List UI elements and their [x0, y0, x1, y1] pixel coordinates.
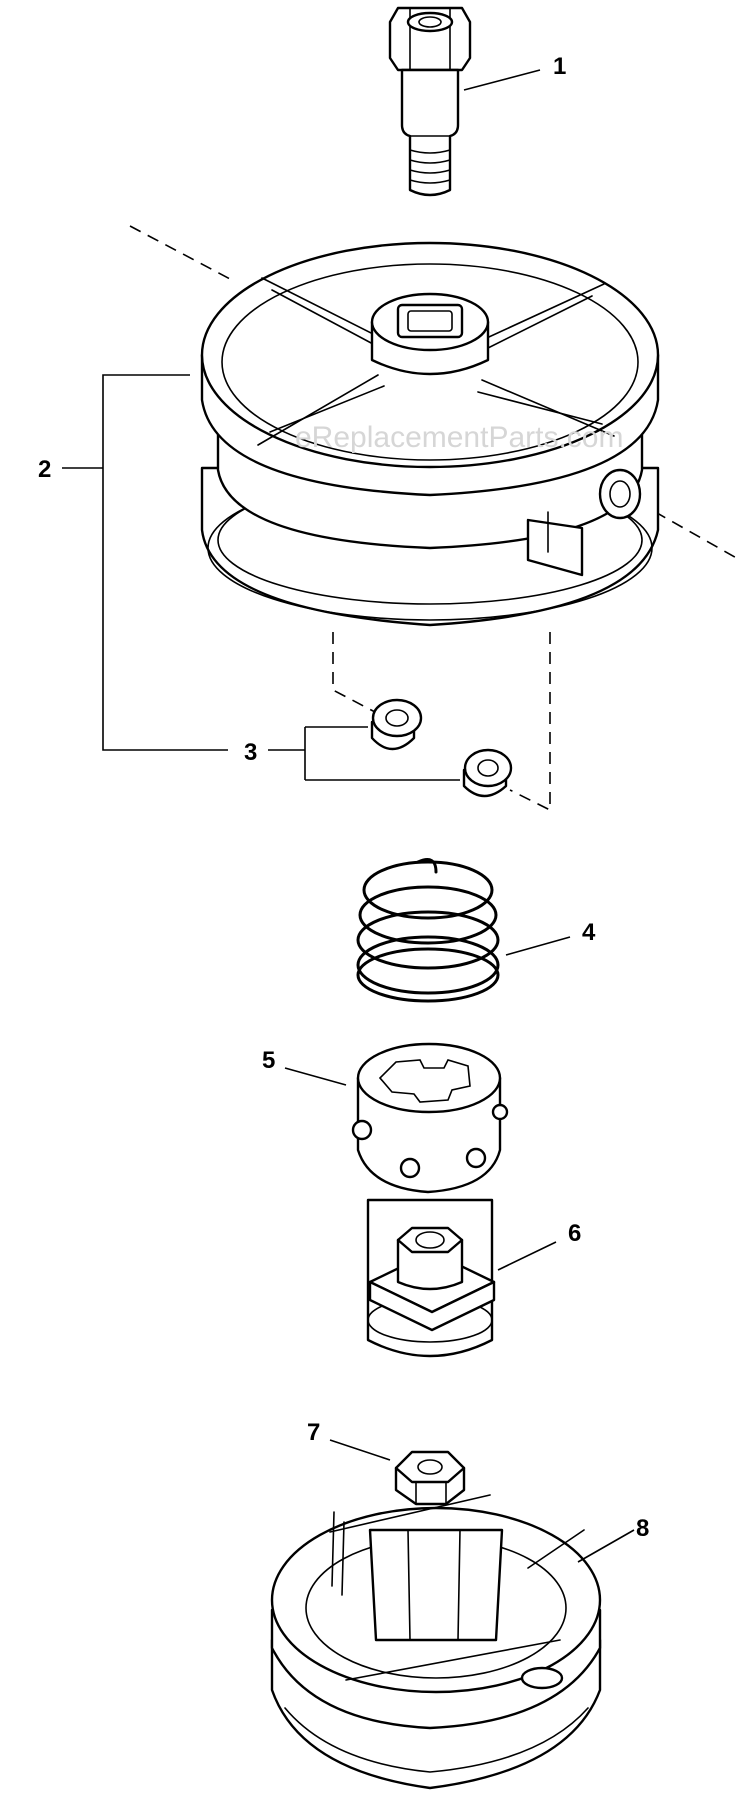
- callout-5: 5: [262, 1047, 275, 1074]
- callout-6: 6: [568, 1220, 581, 1247]
- part-2-spool-housing[interactable]: [200, 241, 660, 627]
- part-1-bolt[interactable]: [388, 6, 472, 197]
- part-6-adapter[interactable]: [366, 1198, 496, 1358]
- callout-3: 3: [244, 739, 257, 766]
- part-4-spring[interactable]: [356, 858, 500, 1003]
- part-7-nut[interactable]: [394, 1450, 466, 1506]
- part-5-ratchet-ring[interactable]: [351, 1042, 509, 1194]
- part-3-eyelet-lower[interactable]: [462, 748, 513, 798]
- callout-2: 2: [38, 456, 51, 483]
- part-3-eyelet-upper[interactable]: [370, 698, 423, 751]
- callout-1: 1: [553, 53, 566, 80]
- callout-7: 7: [307, 1419, 320, 1446]
- part-8-bump-knob[interactable]: [270, 1494, 602, 1790]
- watermark: eReplacementParts.com: [295, 421, 623, 454]
- callout-8: 8: [636, 1515, 649, 1542]
- callout-4: 4: [582, 919, 596, 946]
